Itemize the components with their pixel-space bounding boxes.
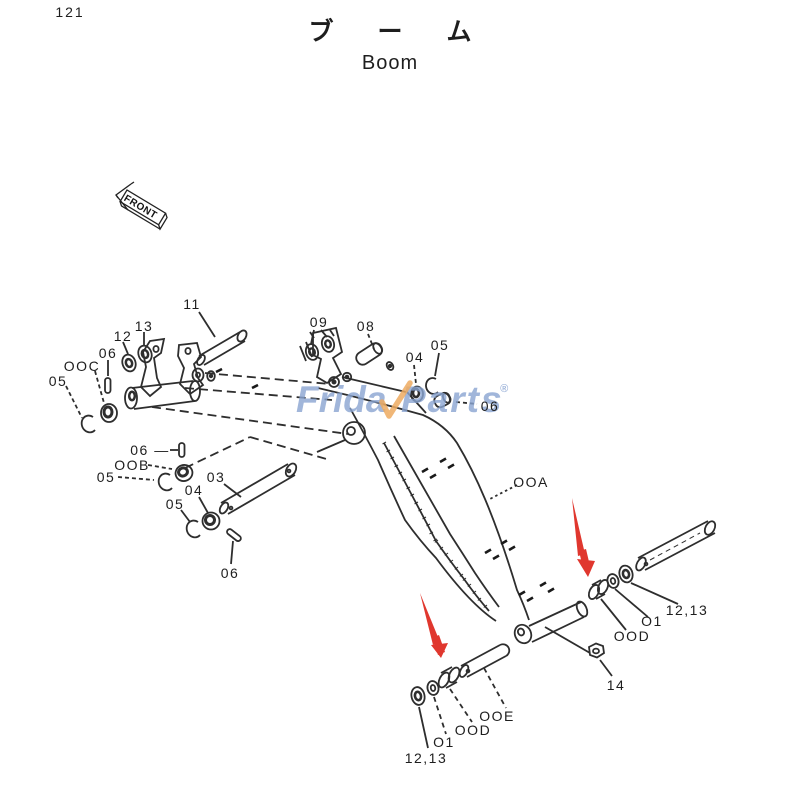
svg-text:ー: ー <box>377 18 402 46</box>
svg-text:05: 05 <box>166 496 185 512</box>
svg-text:13: 13 <box>135 318 154 334</box>
svg-text:OOD: OOD <box>455 722 491 738</box>
svg-text:05: 05 <box>49 373 68 389</box>
svg-text:09: 09 <box>310 314 329 330</box>
svg-text:121: 121 <box>55 4 84 20</box>
svg-text:OOC: OOC <box>64 358 100 374</box>
svg-text:OOD: OOD <box>614 628 650 644</box>
svg-text:Boom: Boom <box>362 52 418 74</box>
svg-text:Parts: Parts <box>401 379 504 420</box>
svg-text:06: 06 <box>221 565 240 581</box>
svg-text:OOB: OOB <box>114 457 150 473</box>
svg-text:11: 11 <box>183 296 201 312</box>
svg-text:12,13: 12,13 <box>666 602 709 618</box>
svg-text:12: 12 <box>114 328 133 344</box>
svg-text:®: ® <box>500 383 509 395</box>
svg-text:12,13: 12,13 <box>405 750 448 766</box>
svg-text:O1: O1 <box>641 613 663 629</box>
svg-text:OOE: OOE <box>479 708 515 724</box>
svg-text:14: 14 <box>607 677 626 693</box>
svg-text:03: 03 <box>207 469 226 485</box>
svg-text:ム: ム <box>446 18 471 46</box>
svg-text:06: 06 <box>481 398 500 414</box>
svg-text:04: 04 <box>185 482 204 498</box>
svg-text:04: 04 <box>406 349 425 365</box>
svg-text:05: 05 <box>431 337 450 353</box>
svg-text:OOA: OOA <box>513 474 549 490</box>
svg-text:ブ: ブ <box>308 17 333 46</box>
svg-text:Frida: Frida <box>296 379 386 420</box>
svg-text:06 —: 06 — <box>130 442 169 458</box>
svg-text:06: 06 <box>99 345 118 361</box>
svg-text:08: 08 <box>357 318 376 334</box>
svg-text:05: 05 <box>97 469 116 485</box>
svg-text:O1: O1 <box>433 734 455 750</box>
